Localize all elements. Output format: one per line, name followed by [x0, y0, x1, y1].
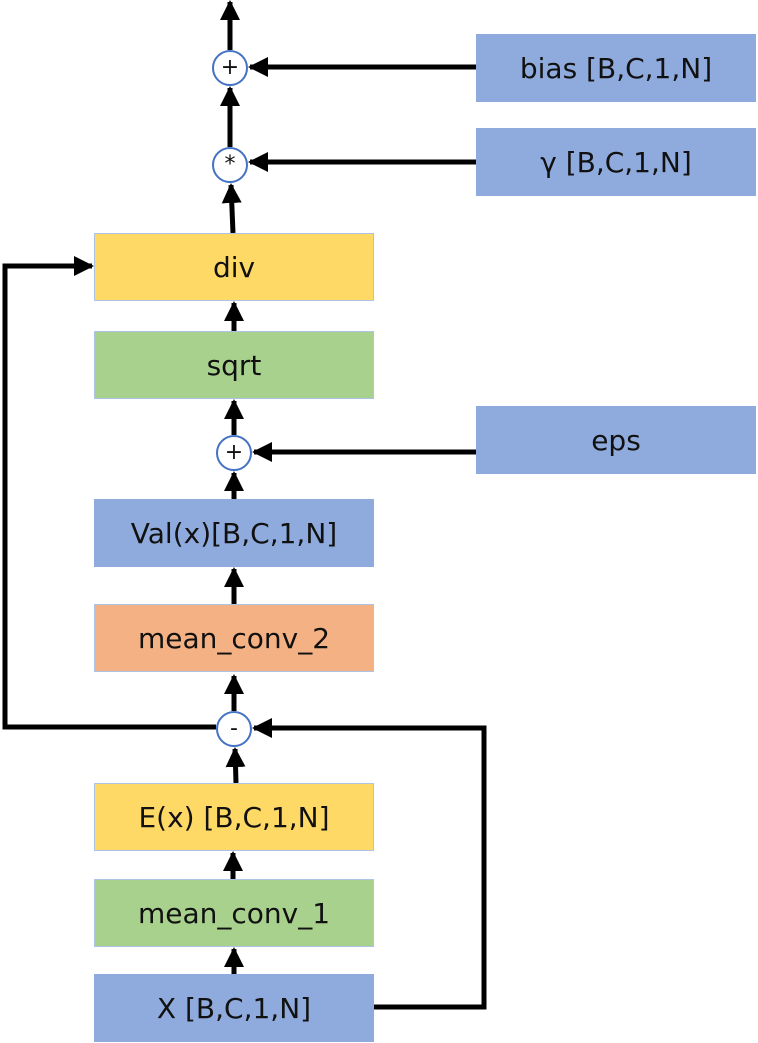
- div-node: div: [94, 233, 374, 301]
- add-bias-operator: +: [212, 50, 248, 86]
- sqrt-node: sqrt: [94, 331, 374, 399]
- expectation-node: E(x) [B,C,1,N]: [94, 783, 374, 851]
- bias-input-box: bias [B,C,1,N]: [476, 34, 756, 102]
- multiply-operator: *: [212, 147, 248, 183]
- arrow-ex-to-sub: [225, 747, 246, 784]
- variance-node: Val(x)[B,C,1,N]: [94, 499, 374, 567]
- arrow-x-to-sub: [252, 718, 487, 1010]
- add-eps-operator: +: [216, 435, 252, 471]
- subtract-operator: -: [216, 711, 252, 747]
- gamma-input-box: γ [B,C,1,N]: [476, 128, 756, 196]
- arrow-div-to-mul: [221, 183, 242, 234]
- x-input-node: X [B,C,1,N]: [94, 974, 374, 1042]
- eps-input-box: eps: [476, 406, 756, 474]
- mean-conv-2-node: mean_conv_2: [94, 604, 374, 672]
- arrow-sub-to-div: [2, 256, 216, 730]
- mean-conv-1-node: mean_conv_1: [94, 879, 374, 947]
